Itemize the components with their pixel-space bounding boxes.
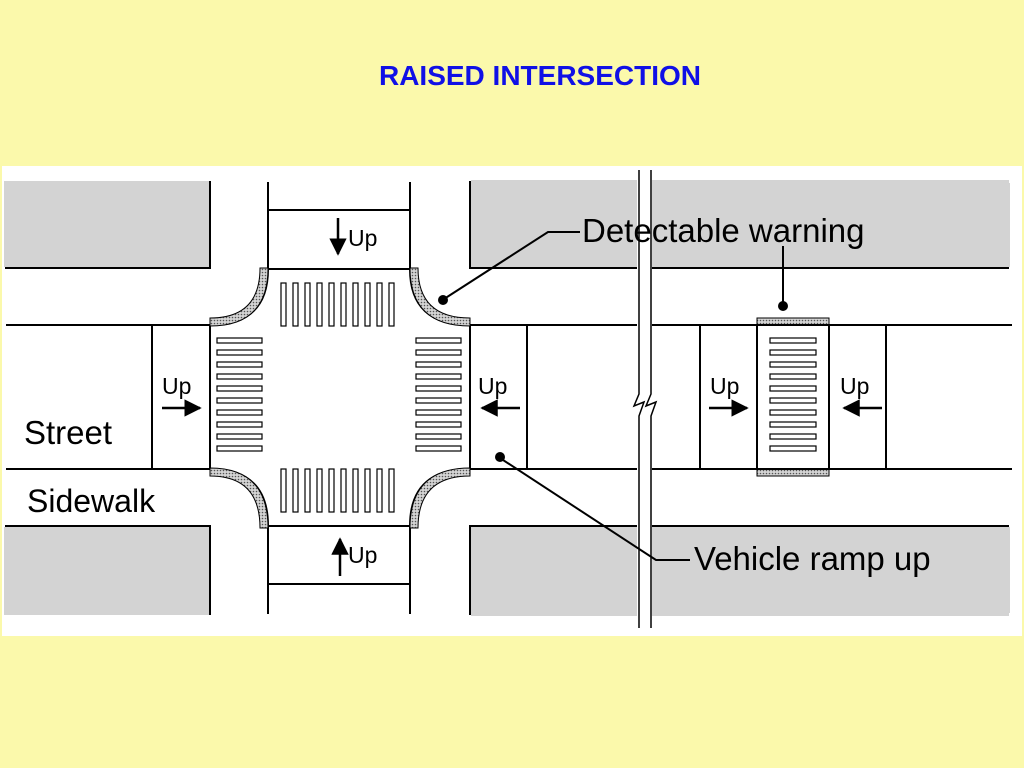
ramp-label-south: Up xyxy=(348,542,377,568)
detectable-warning-label: Detectable warning xyxy=(582,212,865,249)
block-bottom-left xyxy=(5,525,211,615)
block-top-left xyxy=(5,181,211,269)
street-label: Street xyxy=(24,414,112,451)
raised-intersection-diagram: Up Up Up Up Up Up Street Sidewalk Detect… xyxy=(2,166,1022,636)
warning-strip-nw xyxy=(209,267,269,327)
callout-leaders xyxy=(443,231,784,561)
warning-strip-ne xyxy=(409,267,471,327)
break-line xyxy=(632,166,658,628)
ramp-label-mid-left: Up xyxy=(710,373,739,399)
midblock-raised-crosswalk xyxy=(756,324,830,470)
warning-strip-midblock-bottom xyxy=(756,468,830,477)
ramp-arrows xyxy=(162,218,882,576)
ramp-label-west: Up xyxy=(162,373,191,399)
curb-lines xyxy=(6,182,1012,614)
vehicle-ramp-up-label: Vehicle ramp up xyxy=(694,540,931,577)
page-title: RAISED INTERSECTION xyxy=(378,60,702,91)
detectable-warning-strips xyxy=(209,267,830,529)
ramp-label-north: Up xyxy=(348,225,377,251)
sidewalk-label: Sidewalk xyxy=(27,483,156,519)
warning-strip-se xyxy=(409,467,471,529)
warning-strip-sw xyxy=(209,467,269,529)
warning-strip-midblock-top xyxy=(756,317,830,326)
building-blocks xyxy=(5,181,1009,615)
ramp-label-east: Up xyxy=(478,373,507,399)
callout-dots xyxy=(438,295,788,462)
ramp-label-mid-right: Up xyxy=(840,373,869,399)
crosswalk-markings xyxy=(216,282,817,513)
ramp-lines xyxy=(151,209,887,585)
